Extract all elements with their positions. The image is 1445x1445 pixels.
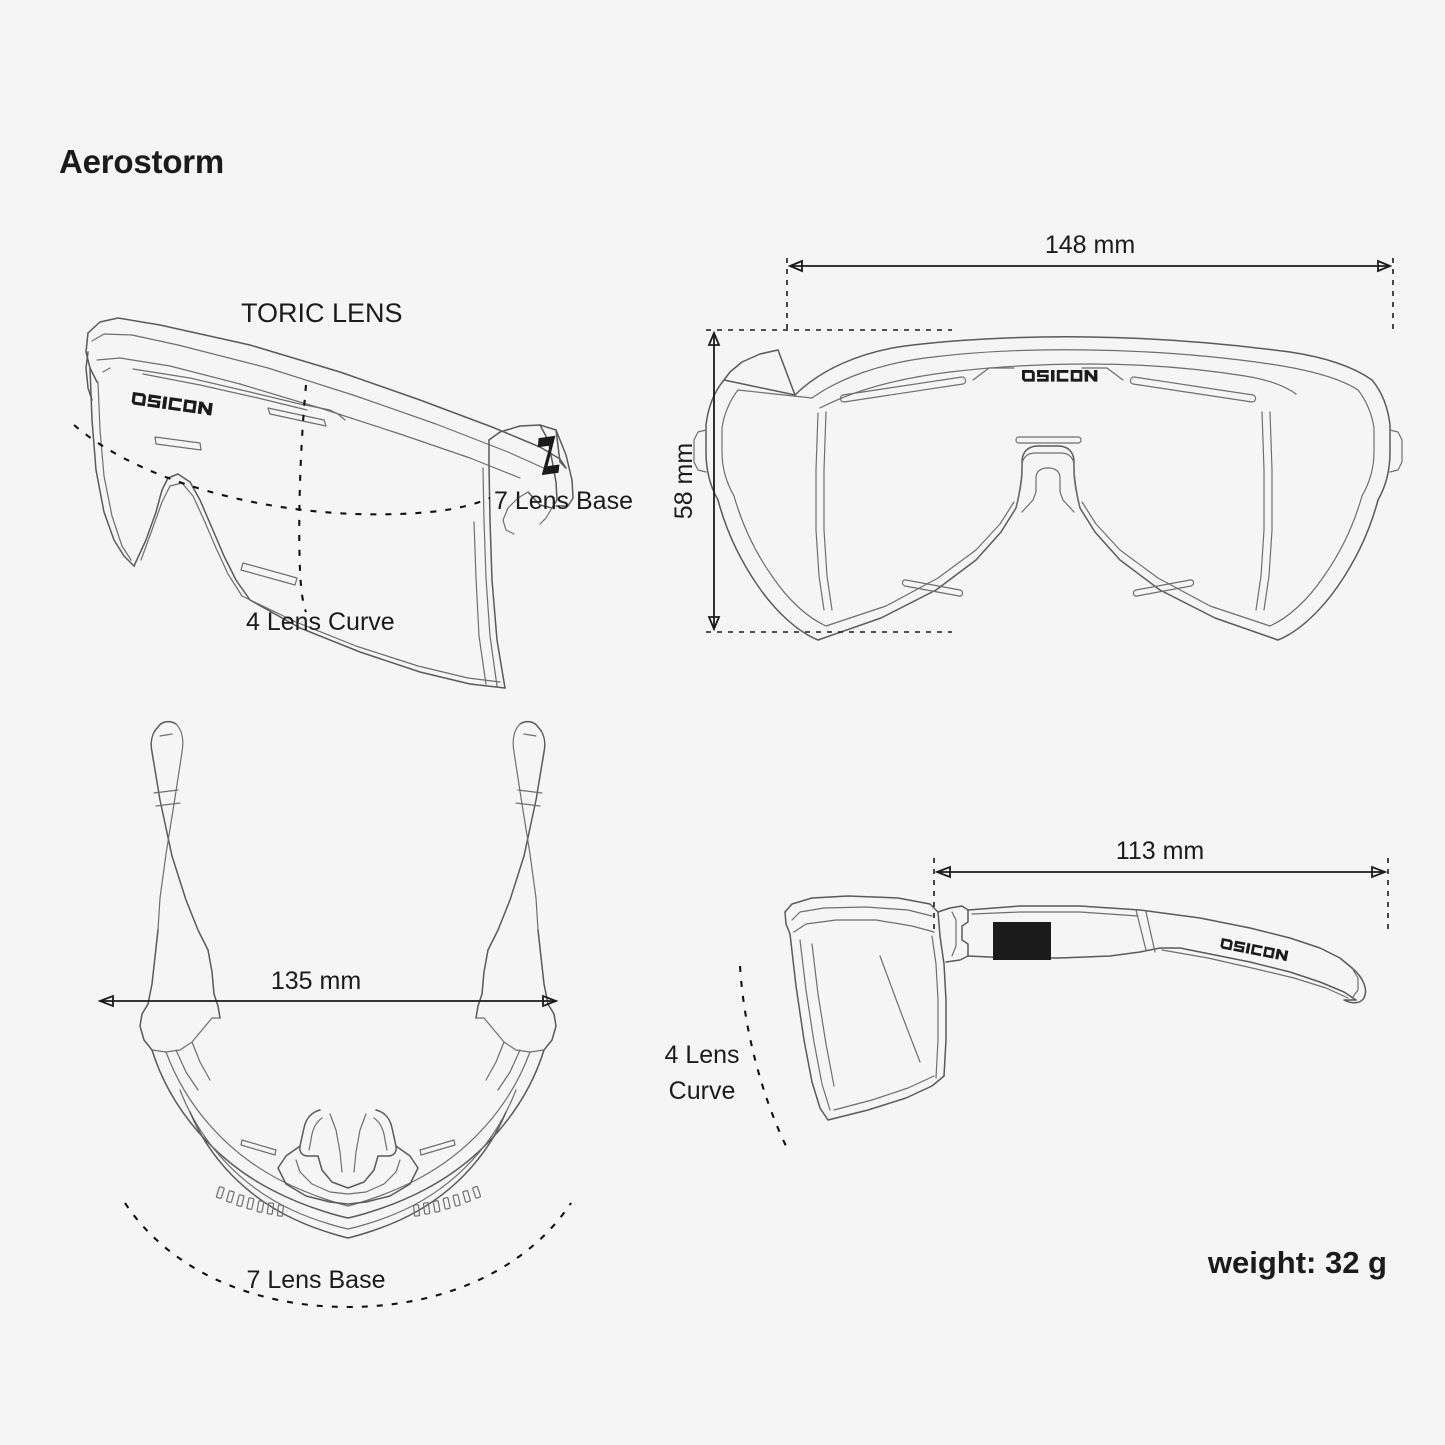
callout-4-lens-curve-perspective: 4 Lens Curve — [246, 608, 395, 636]
callout-4-lens-curve-side-view-line2: Curve — [669, 1077, 736, 1105]
scicon-s-logo-icon — [993, 922, 1051, 960]
callout-7-lens-base-top-view: 7 Lens Base — [247, 1266, 386, 1294]
width-dimension-148mm: 148 mm — [786, 231, 1394, 332]
dimension-label-58mm: 58 mm — [670, 443, 698, 519]
page-title: Aerostorm — [59, 143, 225, 180]
scicon-wordmark-logo-icon — [131, 392, 213, 416]
dimension-label-148mm: 148 mm — [1045, 231, 1135, 259]
side-profile-view: 113 mm 4 Lens Curve — [664, 837, 1389, 1147]
vent-holes-right — [412, 1185, 482, 1217]
dimension-label-135mm: 135 mm — [271, 967, 361, 995]
vent-holes-left — [215, 1186, 285, 1217]
weight-label: weight: 32 g — [1207, 1245, 1387, 1280]
dimension-label-113mm: 113 mm — [1116, 837, 1204, 865]
scicon-wordmark-logo-icon — [1022, 370, 1098, 382]
lens-curve-dashed-curve — [298, 384, 308, 613]
lens-base-dashed-arc-top-view — [124, 1202, 572, 1309]
callout-4-lens-curve-side-view-line1: 4 Lens — [664, 1041, 739, 1069]
temple-length-dimension-113mm: 113 mm — [933, 837, 1389, 930]
top-plan-view: 135 mm 7 Lens Base — [97, 720, 572, 1309]
scicon-wordmark-logo-icon — [1220, 938, 1289, 962]
three-quarter-perspective-view: TORIC LENS 7 Lens Base 4 Lens Curve — [73, 298, 633, 689]
lens-curve-dashed-arc-side-view — [738, 965, 787, 1147]
scicon-s-logo-icon — [537, 435, 560, 476]
callout-7-lens-base-perspective: 7 Lens Base — [494, 487, 633, 515]
temple-spread-dimension-135mm: 135 mm — [97, 967, 559, 1008]
lens-base-dashed-curve — [73, 424, 491, 516]
toric-lens-label: TORIC LENS — [241, 298, 403, 328]
height-dimension-58mm: 58 mm — [670, 329, 952, 633]
front-elevation-view: 148 mm 58 mm — [670, 231, 1403, 641]
